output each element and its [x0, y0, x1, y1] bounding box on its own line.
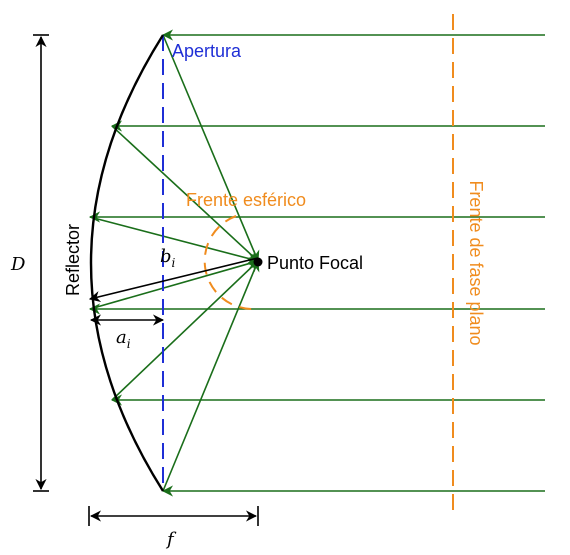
aperture-label: Apertura — [172, 41, 242, 61]
reflected-rays — [89, 34, 260, 492]
reflected-ray-4 — [89, 258, 260, 310]
reflected-ray-2 — [111, 125, 259, 262]
b-i-main: b — [160, 246, 172, 267]
reflector-curve — [89, 34, 165, 492]
diameter-label: D — [10, 254, 26, 275]
b-i-arrow — [88, 257, 259, 303]
reflected-ray-3 — [89, 216, 260, 264]
diameter-dimension — [33, 34, 49, 492]
reflected-ray-1 — [162, 34, 260, 263]
focal-point-dot — [253, 257, 263, 267]
focal-length-label: f — [165, 529, 177, 550]
focal-length-dimension — [88, 506, 259, 526]
incoming-rays — [88, 29, 545, 497]
b-i-subscript: i — [172, 256, 176, 270]
a-i-subscript: i — [127, 337, 131, 351]
focal-point-label: Punto Focal — [267, 253, 363, 273]
a-i-label: ai — [116, 327, 131, 351]
reflected-ray-5 — [111, 260, 259, 401]
a-i-main: a — [116, 327, 127, 348]
b-i-label: bi — [160, 246, 176, 270]
plane-front-label: Frente de fase plano — [466, 180, 486, 345]
spherical-front-label: Frente esférico — [186, 190, 306, 210]
reflector-label: Reflector — [63, 224, 83, 296]
reflected-ray-6 — [162, 259, 260, 492]
spherical-front-arc — [203, 215, 253, 310]
